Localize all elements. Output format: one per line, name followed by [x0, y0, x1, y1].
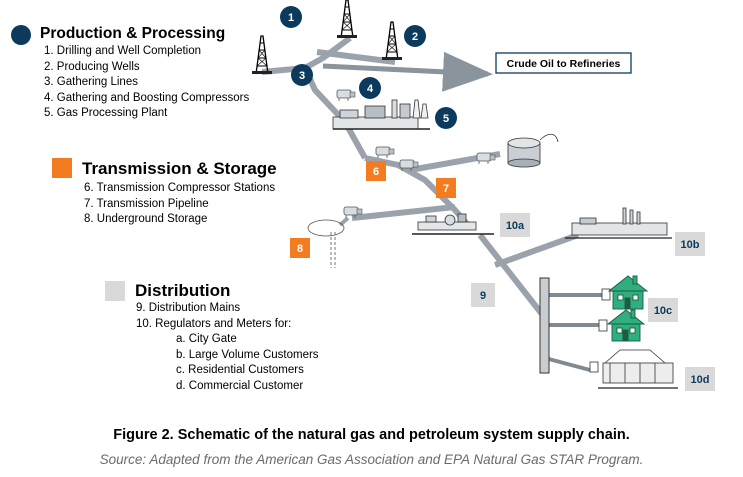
list-item: 1. Drilling and Well Completion	[44, 45, 202, 57]
distribution-mains	[477, 232, 605, 372]
list-item: 8. Underground Storage	[84, 213, 208, 225]
badge-4: 4	[359, 77, 381, 99]
badge-10d: 10d	[685, 367, 715, 391]
badge-1: 1	[280, 6, 302, 28]
distribution-header	[539, 277, 550, 374]
industrial-customer-icon	[565, 207, 672, 239]
badge-5: 5	[435, 107, 457, 129]
distribution-marker	[105, 281, 125, 301]
house-2-icon	[606, 309, 646, 342]
transmission-title: Transmission & Storage	[82, 159, 277, 178]
svg-text:10b: 10b	[681, 239, 700, 251]
figure-source: Source: Adapted from the American Gas As…	[99, 452, 644, 467]
list-item: 7. Transmission Pipeline	[84, 197, 209, 210]
list-item: d. Commercial Customer	[176, 379, 304, 392]
svg-text:8: 8	[297, 243, 303, 255]
badge-8: 8	[290, 238, 310, 258]
distribution-sublist: a. City Gate b. Large Volume Customers c…	[176, 332, 319, 394]
production-list: 1. Drilling and Well Completion 2. Produ…	[44, 44, 249, 122]
svg-text:2: 2	[412, 31, 418, 43]
badge-9: 9	[471, 283, 495, 307]
svg-text:9: 9	[480, 290, 486, 302]
distribution-list: 9. Distribution Mains 10. Regulators and…	[136, 301, 291, 332]
badge-10b: 10b	[675, 232, 705, 256]
badge-3: 3	[291, 64, 313, 86]
svg-text:7: 7	[443, 183, 449, 195]
list-item: 10. Regulators and Meters for:	[136, 317, 292, 330]
badge-10c: 10c	[648, 298, 678, 322]
svg-text:4: 4	[367, 83, 374, 95]
list-item: b. Large Volume Customers	[176, 348, 319, 361]
transmission-marker	[52, 158, 72, 178]
svg-text:10c: 10c	[654, 305, 672, 317]
badge-2: 2	[404, 25, 426, 47]
gas-processing-plant-icon	[332, 99, 430, 130]
city-gate-icon	[412, 213, 494, 235]
underground-storage-icon	[307, 219, 345, 268]
badge-6: 6	[366, 161, 386, 181]
derrick-producing-icon	[336, 0, 358, 39]
storage-tank-icon	[507, 133, 559, 168]
list-item: 9. Distribution Mains	[136, 302, 241, 314]
gathering-compressor-icon	[336, 89, 356, 102]
transmission-list: 6. Transmission Compressor Stations 7. T…	[84, 181, 275, 228]
figure-caption: Figure 2. Schematic of the natural gas a…	[113, 427, 630, 443]
meter-2-icon	[598, 319, 608, 332]
list-item: 6. Transmission Compressor Stations	[84, 182, 276, 194]
crude-oil-arrow	[322, 51, 493, 92]
meter-icon	[601, 288, 611, 301]
list-item: 3. Gathering Lines	[44, 76, 138, 88]
commercial-customer-icon	[589, 349, 678, 389]
svg-text:3: 3	[299, 70, 305, 82]
badge-10a: 10a	[500, 213, 530, 237]
crude-oil-box	[495, 52, 632, 74]
house-icon	[607, 275, 649, 310]
distribution-title: Distribution	[135, 281, 231, 300]
production-title: Production & Processing	[40, 25, 226, 42]
svg-text:10a: 10a	[506, 220, 525, 232]
transmission-compressor-icon	[375, 146, 395, 159]
list-item: c. Residential Customers	[176, 364, 304, 376]
supply-chain-diagram: Crude Oil to Refineries 1 2 3 4 5 6 7 8 …	[251, 0, 715, 391]
svg-text:10d: 10d	[691, 374, 710, 386]
svg-text:5: 5	[443, 113, 449, 125]
derrick-drilling-icon	[251, 35, 273, 75]
transmission-pipeline	[338, 151, 501, 227]
list-item: 5. Gas Processing Plant	[44, 107, 168, 119]
list-item: 4. Gathering and Boosting Compressors	[44, 91, 250, 104]
list-item: 2. Producing Wells	[44, 60, 140, 73]
gathering-lines	[261, 35, 396, 160]
production-marker	[11, 25, 31, 45]
svg-text:1: 1	[288, 12, 294, 24]
derrick-producing-2-icon	[381, 21, 403, 61]
badge-7: 7	[436, 178, 456, 198]
svg-text:6: 6	[373, 166, 379, 178]
crude-oil-label: Crude Oil to Refineries	[507, 58, 621, 70]
list-item: a. City Gate	[176, 333, 237, 345]
